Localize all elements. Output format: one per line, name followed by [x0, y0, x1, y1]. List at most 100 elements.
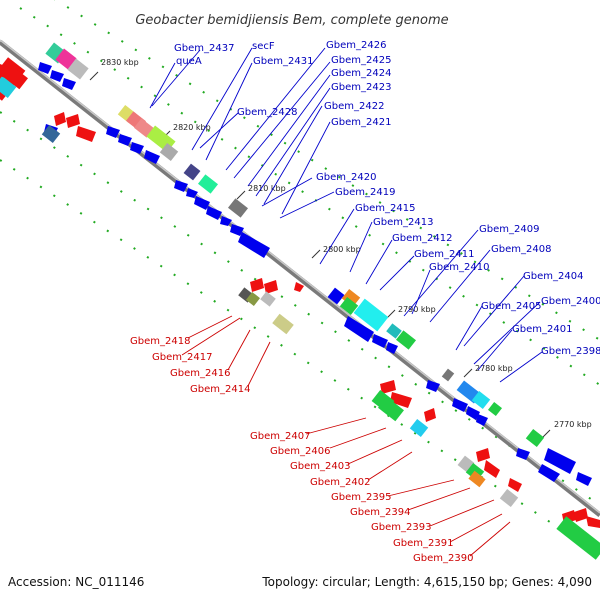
- gene-box: [55, 48, 77, 70]
- gene-label[interactable]: Gbem_2398: [541, 346, 600, 357]
- gene-arrow: [426, 380, 440, 392]
- gene-arrow: [586, 516, 600, 528]
- gene-box: [41, 124, 61, 144]
- gene-arrow: [106, 126, 120, 138]
- gene-box: [499, 488, 519, 508]
- gene-label[interactable]: Gbem_2419: [335, 187, 395, 198]
- gene-label[interactable]: Gbem_2420: [316, 172, 376, 183]
- gene-label[interactable]: Gbem_2421: [331, 117, 391, 128]
- tick-2800: 2800 kbp: [311, 245, 361, 259]
- tick-2780: 2780 kbp: [463, 364, 513, 378]
- map-title: Geobacter bemidjiensis Bem, complete gen…: [135, 13, 448, 28]
- gene-arrow: [238, 232, 270, 258]
- gene-label[interactable]: Gbem_2404: [523, 271, 583, 282]
- tick-label: 2810 kbp: [248, 184, 286, 193]
- track-guides: [0, 0, 600, 556]
- gene-label[interactable]: Gbem_2426: [326, 40, 386, 51]
- gene-box: [409, 418, 429, 438]
- bottom-gene-labels: Gbem_2418 Gbem_2417 Gbem_2416 Gbem_2414 …: [130, 336, 473, 564]
- gene-arrow: [538, 464, 560, 482]
- gene-arrow: [130, 142, 144, 154]
- gene-box: [339, 296, 359, 316]
- gene-arrow: [380, 380, 396, 394]
- gene-label[interactable]: Gbem_2424: [331, 68, 391, 79]
- gene-arrow: [62, 78, 76, 90]
- gene-arrow: [476, 414, 488, 426]
- gene-label[interactable]: Gbem_2410: [429, 262, 489, 273]
- gene-label[interactable]: Gbem_2422: [324, 101, 384, 112]
- gene-arrow: [516, 448, 530, 460]
- tick-label: 2830 kbp: [101, 58, 139, 67]
- gene-label[interactable]: Gbem_2409: [479, 224, 539, 235]
- gene-box: [67, 58, 89, 80]
- gene-label[interactable]: Gbem_2431: [253, 56, 313, 67]
- gene-arrow: [574, 508, 588, 522]
- gene-label[interactable]: Gbem_2428: [237, 107, 297, 118]
- gene-box: [327, 287, 345, 305]
- gene-label[interactable]: Gbem_2423: [331, 82, 391, 93]
- gene-label[interactable]: Gbem_2393: [371, 522, 431, 533]
- gene-label[interactable]: Gbem_2408: [491, 244, 551, 255]
- gene-box: [134, 118, 154, 138]
- gene-arrow: [508, 478, 522, 492]
- genome-summary-text: Topology: circular; Length: 4,615,150 bp…: [261, 575, 592, 589]
- gene-arrow: [484, 460, 500, 478]
- gene-box: [487, 401, 503, 417]
- gene-arrow: [54, 112, 66, 126]
- tick-2830: 2830 kbp: [89, 58, 139, 81]
- gene-box: [378, 396, 404, 422]
- gene-label[interactable]: Gbem_2391: [393, 538, 453, 549]
- gene-box: [396, 330, 416, 350]
- gene-label[interactable]: Gbem_2400: [541, 296, 600, 307]
- gene-box: [441, 368, 455, 382]
- tick-2810: 2810 kbp: [236, 184, 286, 200]
- gene-box: [0, 75, 17, 99]
- gene-label[interactable]: Gbem_2406: [270, 446, 330, 457]
- gene-arrow: [194, 196, 210, 210]
- gene-box: [468, 470, 486, 488]
- gene-arrow: [294, 282, 304, 292]
- tick-label: 2790 kbp: [398, 305, 436, 314]
- gene-arrow: [220, 216, 232, 226]
- gene-arrow: [230, 224, 244, 236]
- gene-box: [386, 323, 402, 339]
- gene-label[interactable]: Gbem_2403: [290, 461, 350, 472]
- gene-box: [245, 291, 261, 307]
- gene-box: [556, 516, 600, 560]
- gene-label[interactable]: queA: [176, 56, 202, 67]
- gene-arrow: [452, 398, 468, 412]
- gene-label[interactable]: Gbem_2437: [174, 43, 234, 54]
- gene-box: [353, 298, 389, 332]
- tick-label: 2800 kbp: [323, 245, 361, 254]
- gene-label[interactable]: Gbem_2416: [170, 368, 230, 379]
- gene-label[interactable]: Gbem_2417: [152, 352, 212, 363]
- gene-box: [525, 428, 545, 448]
- gene-arrow: [544, 448, 576, 474]
- gene-label[interactable]: Gbem_2412: [392, 233, 452, 244]
- gene-label[interactable]: Gbem_2414: [190, 384, 250, 395]
- gene-arrow: [576, 472, 592, 486]
- gene-label[interactable]: Gbem_2405: [481, 301, 541, 312]
- gene-label[interactable]: Gbem_2413: [373, 217, 433, 228]
- genome-backbone-highlight: [0, 39, 600, 514]
- gene-label[interactable]: secF: [252, 41, 275, 52]
- callout-lines: [149, 47, 543, 383]
- callout-lines-bottom: [181, 315, 511, 557]
- gene-label[interactable]: Gbem_2415: [355, 203, 415, 214]
- gene-label[interactable]: Gbem_2394: [350, 507, 410, 518]
- gene-box: [272, 313, 294, 335]
- gene-label[interactable]: Gbem_2407: [250, 431, 310, 442]
- gene-box: [228, 198, 248, 218]
- gene-label[interactable]: Gbem_2402: [310, 477, 370, 488]
- gene-arrow: [206, 206, 222, 220]
- gene-label[interactable]: Gbem_2425: [331, 55, 391, 66]
- gene-box: [341, 288, 361, 308]
- top-strand-features: [0, 42, 592, 486]
- gene-label[interactable]: Gbem_2418: [130, 336, 190, 347]
- gene-label[interactable]: Gbem_2401: [512, 324, 572, 335]
- gene-label[interactable]: Gbem_2390: [413, 553, 473, 564]
- gene-box: [260, 291, 276, 307]
- gene-label[interactable]: Gbem_2411: [414, 249, 474, 260]
- gene-label[interactable]: Gbem_2395: [331, 492, 391, 503]
- gene-arrow: [76, 126, 96, 142]
